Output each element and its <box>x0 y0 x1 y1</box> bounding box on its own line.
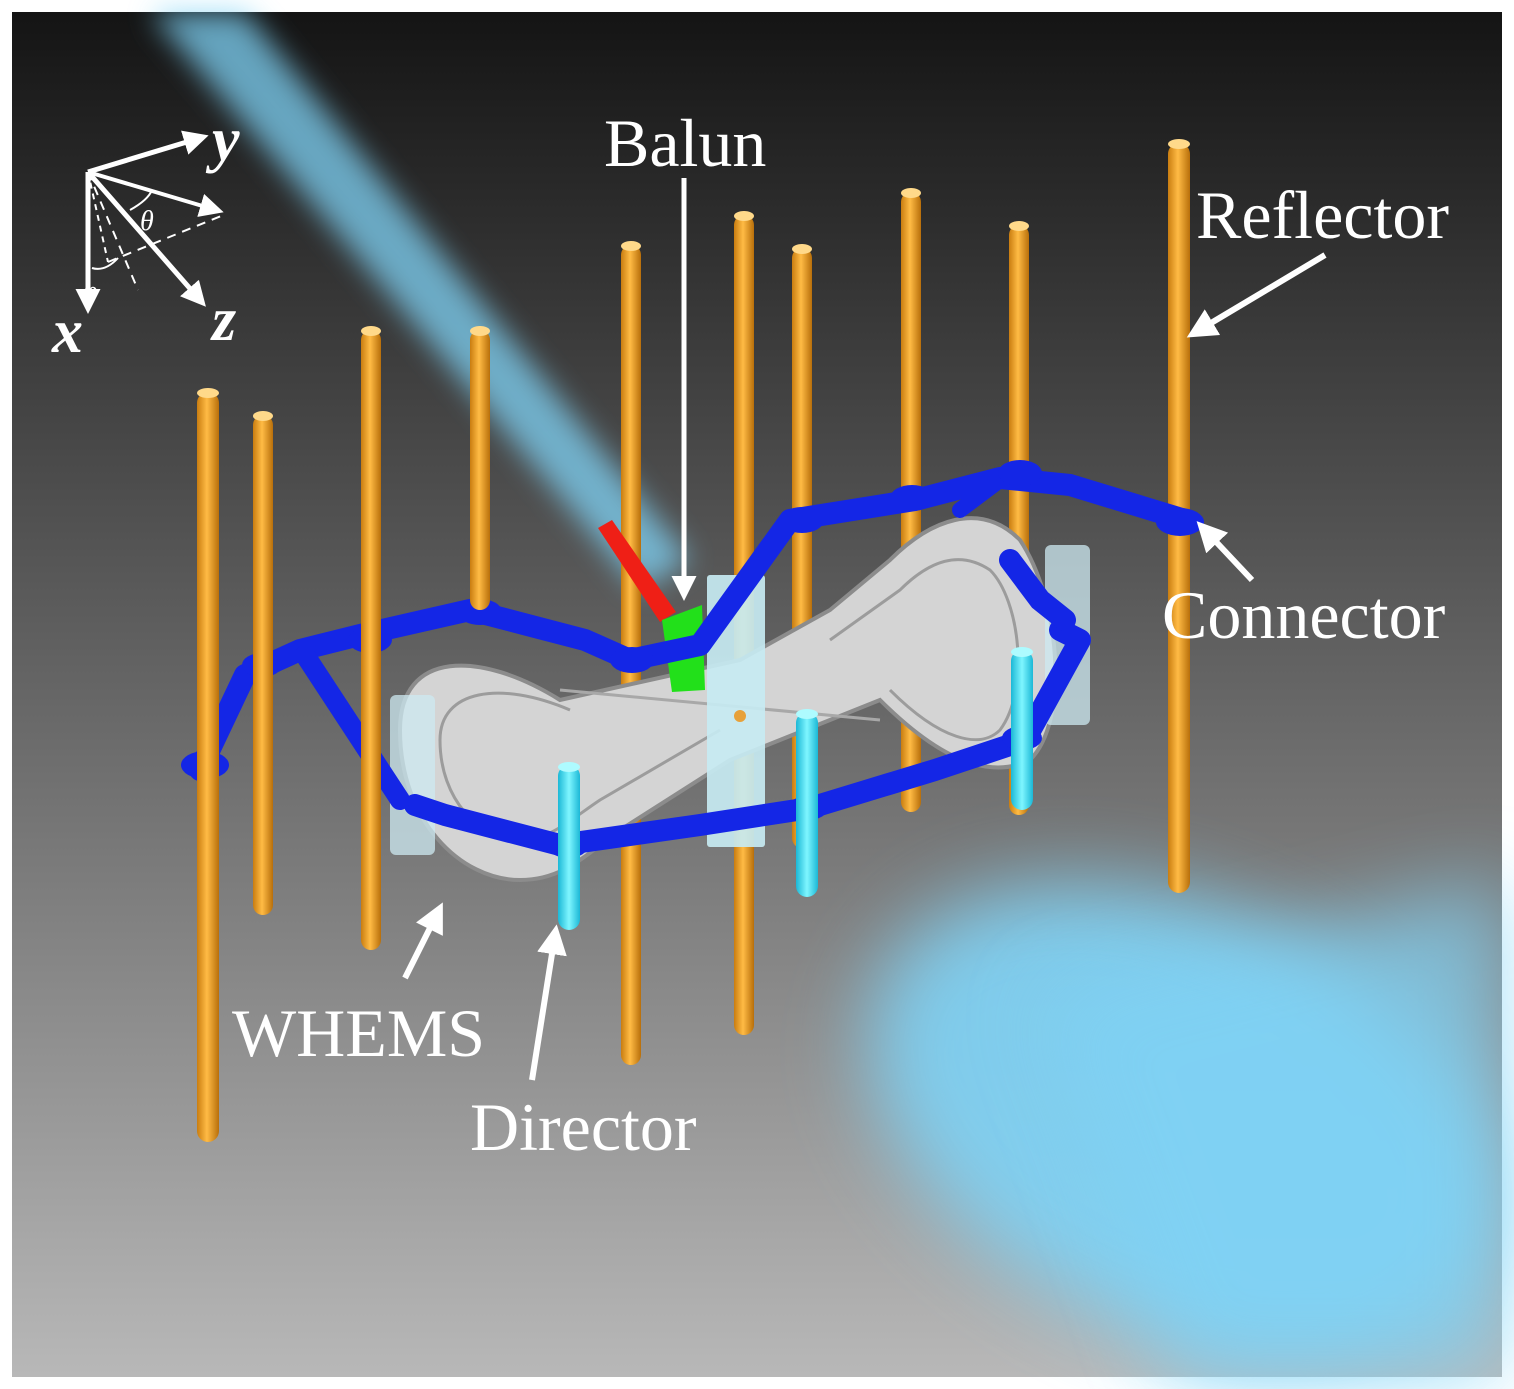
phi-symbol: φ <box>82 276 98 307</box>
projection-dashed-line <box>87 171 139 291</box>
y-axis-arrow <box>87 130 209 175</box>
coordinate-axes <box>75 130 227 314</box>
director-rod <box>558 762 580 930</box>
connector-node <box>998 460 1042 486</box>
director-rods <box>558 647 1033 930</box>
reflector-label: Reflector <box>1196 177 1449 253</box>
connector-node <box>458 599 502 625</box>
front-rods <box>197 326 490 1142</box>
connector-node <box>890 485 934 511</box>
annotation-arrows <box>402 178 1327 1081</box>
reflector-rod <box>361 326 381 950</box>
projection-dashed-line <box>107 213 227 263</box>
whems-inner-slot-left <box>438 691 721 842</box>
balun-board <box>707 575 765 847</box>
projection-dashed-line <box>87 171 109 263</box>
main-lobe-beam-body <box>1040 880 1502 1377</box>
reflector-pointer-arrow <box>1186 252 1327 338</box>
director-rod <box>1011 647 1033 810</box>
whems-side-plate-left <box>390 695 435 855</box>
director-rod <box>796 709 818 897</box>
theta-arc <box>129 189 153 211</box>
connector-node <box>1156 508 1204 536</box>
balun <box>598 520 765 847</box>
connector-node <box>610 647 654 673</box>
radiation-beams <box>150 12 1502 1377</box>
z-axis-label: z <box>210 286 236 354</box>
connector-label: Connector <box>1162 577 1446 653</box>
connector-ring-right-link <box>999 549 1076 631</box>
x-axis-label: x <box>51 298 83 366</box>
connector-pointer-arrow <box>1196 521 1255 583</box>
connector-ring-strut <box>295 645 410 810</box>
director-pointer-arrow <box>529 924 567 1081</box>
whems-inner-slot-right <box>829 558 1020 742</box>
whems-label: WHEMS <box>232 995 485 1071</box>
director-label: Director <box>470 1089 697 1165</box>
connector-ring-strut <box>952 472 1008 518</box>
balun-feed-red <box>598 520 676 622</box>
z-axis-arrow <box>86 170 206 307</box>
connector-node <box>780 507 824 533</box>
balun-via <box>734 710 746 722</box>
reflector-rod <box>470 326 490 610</box>
reflector-rod <box>197 388 219 1142</box>
theta-symbol: θ <box>140 206 154 237</box>
back-lobe-beam <box>150 12 690 590</box>
reflector-rod <box>253 411 273 915</box>
whems-pointer-arrow <box>402 902 443 980</box>
phi-arc <box>91 257 119 270</box>
balun-label: Balun <box>604 105 766 181</box>
